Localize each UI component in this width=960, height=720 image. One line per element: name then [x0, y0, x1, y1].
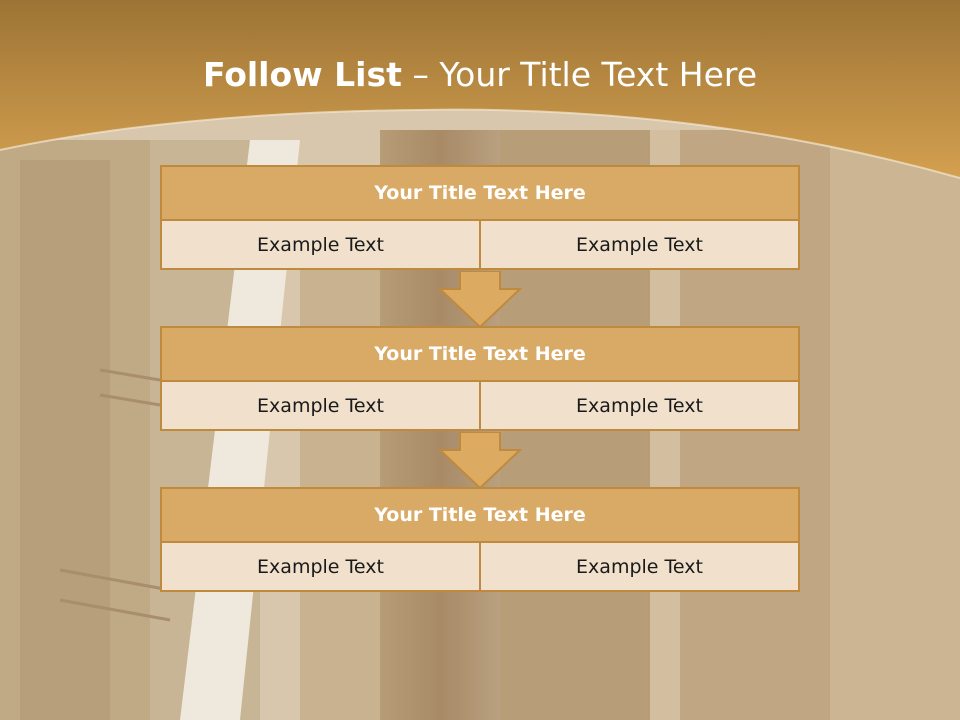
- step-1-row: Example Text Example Text: [160, 221, 800, 270]
- step-3-left-cell: Example Text: [257, 555, 384, 578]
- step-3-title: Your Title Text Here: [160, 487, 800, 543]
- step-3-row: Example Text Example Text: [160, 543, 800, 592]
- step-block-3: Your Title Text Here Example Text Exampl…: [160, 487, 800, 592]
- down-arrow-icon: [438, 432, 522, 490]
- step-1-right-cell: Example Text: [479, 221, 798, 268]
- step-block-1: Your Title Text Here Example Text Exampl…: [160, 165, 800, 270]
- step-2-left-cell: Example Text: [257, 394, 384, 417]
- slide-title: Follow List – Your Title Text Here: [0, 52, 960, 98]
- step-2-right-cell: Example Text: [479, 382, 798, 429]
- step-2-title: Your Title Text Here: [160, 326, 800, 382]
- slide-title-bold: Follow List: [202, 55, 402, 94]
- step-block-2: Your Title Text Here Example Text Exampl…: [160, 326, 800, 431]
- step-3-right-cell: Example Text: [479, 543, 798, 590]
- step-2-row: Example Text Example Text: [160, 382, 800, 431]
- step-1-title: Your Title Text Here: [160, 165, 800, 221]
- slide-title-rest: – Your Title Text Here: [401, 55, 758, 94]
- step-1-left-cell: Example Text: [257, 233, 384, 256]
- down-arrow-icon: [438, 271, 522, 329]
